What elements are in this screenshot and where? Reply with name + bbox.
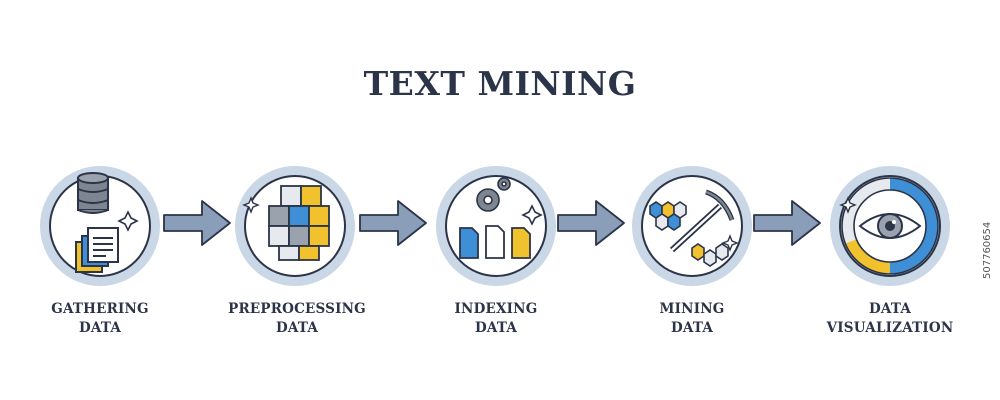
step-label-line1: MINING — [659, 301, 725, 317]
step-label-gathering: GATHERING DATA — [10, 300, 190, 338]
step-mining-data — [612, 162, 772, 286]
arrow-right-icon — [163, 200, 231, 246]
eye-donut-chart-icon — [830, 166, 950, 286]
diagram-title: TEXT MINING — [363, 64, 637, 103]
step-label-line2: VISUALIZATION — [826, 320, 954, 336]
step-label-preprocessing: PREPROCESSING DATA — [207, 300, 387, 338]
step-label-line1: DATA — [868, 301, 912, 317]
stock-id-watermark: 507760654 — [982, 221, 993, 279]
step-indexing-data — [416, 162, 576, 286]
step-label-line2: DATA — [474, 320, 518, 336]
step-label-line1: PREPROCESSING — [228, 301, 366, 317]
pickaxe-hexagons-icon — [632, 166, 752, 286]
step-preprocessing-data — [215, 162, 375, 286]
database-documents-icon — [40, 166, 160, 286]
step-label-line1: INDEXING — [454, 301, 538, 317]
cubes-icon — [235, 166, 355, 286]
arrow-right-icon — [557, 200, 625, 246]
arrow-right-icon — [359, 200, 427, 246]
step-label-visualization: DATA VISUALIZATION — [800, 300, 980, 338]
step-data-visualization — [810, 162, 970, 286]
step-label-line2: DATA — [275, 320, 319, 336]
step-label-line1: GATHERING — [51, 301, 149, 317]
gears-files-icon — [436, 166, 556, 286]
step-label-line2: DATA — [78, 320, 122, 336]
step-label-indexing: INDEXING DATA — [406, 300, 586, 338]
step-label-mining: MINING DATA — [602, 300, 782, 338]
arrow-right-icon — [753, 200, 821, 246]
step-label-line2: DATA — [670, 320, 714, 336]
step-gathering-data — [20, 162, 180, 286]
